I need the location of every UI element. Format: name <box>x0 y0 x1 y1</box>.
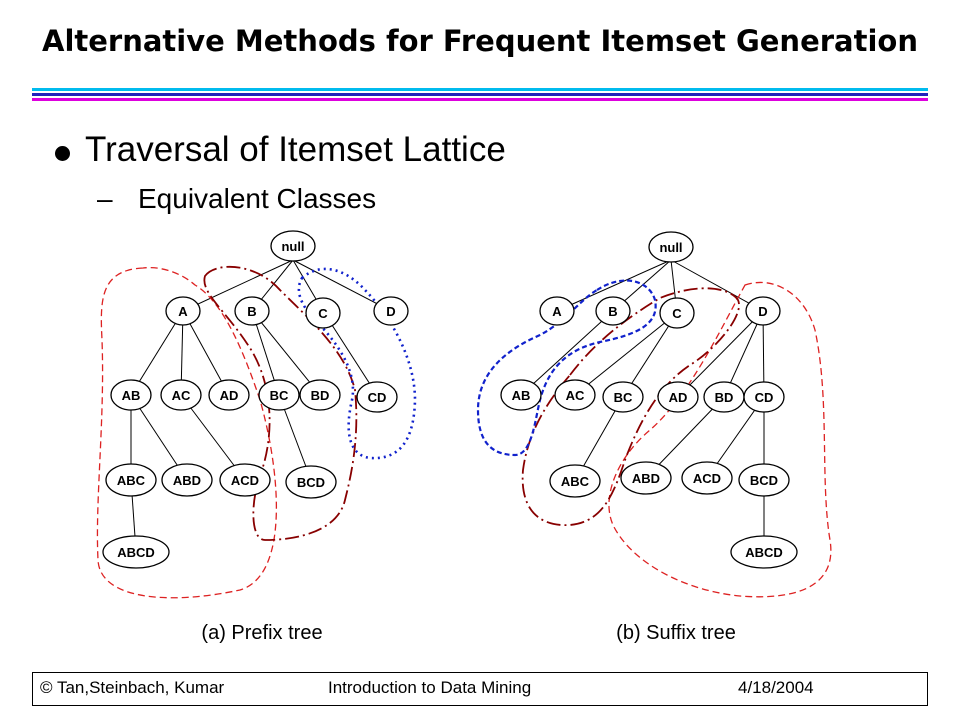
suffix-node-abc <box>549 464 601 498</box>
prefix-class-b-boundary <box>203 265 358 541</box>
suffix-node-c <box>659 297 695 329</box>
prefix-node-label: ABCD <box>117 545 155 560</box>
prefix-node-acd <box>219 463 271 497</box>
suffix-node-label: A <box>552 304 562 319</box>
suffix-tree-caption: (b) Suffix tree <box>616 622 736 644</box>
prefix-node-label: BCD <box>297 475 325 490</box>
prefix-node-label: BD <box>311 388 330 403</box>
suffix-tree: null A B C D AB AC BC AD BD CD ABC ABD A… <box>476 231 832 644</box>
suffix-node-label: AC <box>566 388 585 403</box>
prefix-node-cd <box>356 381 398 413</box>
suffix-node-bc <box>602 381 644 413</box>
suffix-node-a <box>539 296 575 326</box>
suffix-node-cd <box>743 381 785 413</box>
suffix-tree-nodes <box>500 231 798 569</box>
suffix-node-label: B <box>608 304 617 319</box>
suffix-node-abd <box>620 461 672 495</box>
suffix-node-label: AD <box>669 390 688 405</box>
prefix-node-null <box>270 230 316 262</box>
suffix-node-label: ABCD <box>745 545 783 560</box>
suffix-node-abcd <box>730 535 798 569</box>
prefix-node-label: D <box>386 304 395 319</box>
suffix-node-ac <box>554 379 596 411</box>
prefix-node-label: null <box>281 239 304 254</box>
suffix-node-label: ABD <box>632 471 660 486</box>
suffix-node-label: CD <box>755 390 774 405</box>
suffix-node-label: BD <box>715 390 734 405</box>
prefix-tree-caption: (a) Prefix tree <box>201 622 322 644</box>
prefix-node-c <box>305 297 341 329</box>
prefix-node-d <box>373 296 409 326</box>
prefix-node-label: AD <box>220 388 239 403</box>
suffix-node-label: ACD <box>693 471 721 486</box>
suffix-node-null <box>648 231 694 263</box>
suffix-node-label: ABC <box>561 474 590 489</box>
footer-copyright: © Tan,Steinbach, Kumar <box>40 678 225 697</box>
suffix-node-label: BCD <box>750 473 778 488</box>
suffix-node-b <box>595 296 631 326</box>
suffix-node-acd <box>681 461 733 495</box>
prefix-node-abcd <box>102 535 170 569</box>
prefix-node-label: A <box>178 304 188 319</box>
prefix-node-ac <box>160 379 202 411</box>
prefix-node-a <box>165 296 201 326</box>
suffix-node-label: D <box>758 304 767 319</box>
prefix-node-label: AB <box>122 388 141 403</box>
prefix-class-a-boundary <box>96 266 277 599</box>
title-underline <box>32 88 928 101</box>
prefix-node-bcd <box>285 465 337 499</box>
prefix-tree: null A B C D AB AC AD BC BD CD ABC ABD A… <box>96 230 417 644</box>
prefix-node-ad <box>208 379 250 411</box>
prefix-node-label: AC <box>172 388 191 403</box>
bullet-text: Traversal of Itemset Lattice <box>85 130 506 169</box>
suffix-node-label: C <box>672 306 682 321</box>
prefix-node-abd <box>161 463 213 497</box>
suffix-node-ab <box>500 379 542 411</box>
suffix-node-bcd <box>738 463 790 497</box>
sub-bullet-dash: – <box>97 183 113 214</box>
itemset-lattice-diagram: null A B C D AB AC AD BC BD CD ABC ABD A… <box>96 230 832 644</box>
suffix-node-label: AB <box>512 388 531 403</box>
suffix-node-label: null <box>659 240 682 255</box>
prefix-node-label: ABD <box>173 473 201 488</box>
prefix-node-label: B <box>247 304 256 319</box>
prefix-tree-nodes <box>102 230 409 569</box>
footer-date: 4/18/2004 <box>738 678 814 697</box>
suffix-node-ad <box>657 381 699 413</box>
slide-title: Alternative Methods for Frequent Itemset… <box>42 24 918 58</box>
prefix-node-bd <box>299 379 341 411</box>
prefix-node-bc <box>258 379 300 411</box>
suffix-node-d <box>745 296 781 326</box>
prefix-node-label: C <box>318 306 328 321</box>
suffix-node-label: BC <box>614 390 633 405</box>
prefix-node-label: CD <box>368 390 387 405</box>
prefix-node-b <box>234 296 270 326</box>
sub-bullet-text: Equivalent Classes <box>138 183 377 214</box>
prefix-node-label: BC <box>270 388 289 403</box>
prefix-node-abc <box>105 463 157 497</box>
prefix-node-label: ABC <box>117 473 146 488</box>
prefix-node-ab <box>110 379 152 411</box>
suffix-class-b-boundary <box>521 287 740 526</box>
bullet-dot-icon <box>55 146 70 161</box>
footer-course-title: Introduction to Data Mining <box>328 678 532 697</box>
prefix-node-label: ACD <box>231 473 259 488</box>
footer-bar <box>32 672 928 706</box>
suffix-class-a-boundary <box>608 281 832 598</box>
